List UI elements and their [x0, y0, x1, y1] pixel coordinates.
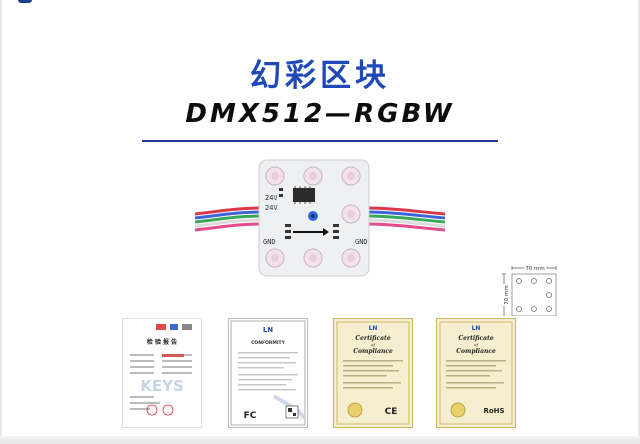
- product-title-cn: 幻彩区块: [250, 58, 390, 94]
- certificates-row: 检 验 报 告 KEYS LN CONFORMITY FC L: [0, 314, 640, 432]
- rohs-cert-heading-3: Compliance: [456, 348, 496, 355]
- left-wires: [194, 206, 262, 232]
- fc-mark: FC: [244, 411, 257, 421]
- right-wires: [366, 206, 446, 232]
- pcb-label-gnd-left: GND: [263, 238, 276, 246]
- dimension-width-label: 70 mm: [525, 266, 544, 272]
- rohs-cert-heading-2: of: [474, 342, 479, 347]
- rohs-cert-heading-1: Certificate: [458, 335, 493, 342]
- test-report-watermark: KEYS: [140, 377, 184, 395]
- ce-cert-heading-2: of: [371, 342, 376, 347]
- certificate-declaration: LN CONFORMITY FC: [228, 318, 308, 428]
- certificate-rohs: LN Certificate of Compliance RoHS: [436, 318, 516, 428]
- test-report-heading: 检 验 报 告: [147, 338, 177, 346]
- bottom-bar: [0, 436, 640, 444]
- ce-cert-heading-1: Certificate: [355, 335, 390, 342]
- declaration-heading: CONFORMITY: [251, 340, 285, 346]
- ce-mark: CE: [385, 407, 398, 417]
- product-title-en: DMX512—RGBW: [185, 99, 455, 129]
- led-module-illustration: 24V 24V GND GND: [194, 159, 446, 277]
- pcb-label-gnd-right: GND: [355, 238, 368, 246]
- declaration-logo: LN: [263, 326, 273, 334]
- ce-cert-logo: LN: [369, 325, 378, 332]
- dimension-drawing: 70 mm 70 mm: [498, 262, 558, 317]
- corner-mark: [18, 0, 32, 3]
- pcb-label-24v-left: 24V: [265, 204, 278, 212]
- led-module-photo: 24V 24V GND GND: [194, 158, 446, 278]
- ce-cert-heading-3: Compliance: [353, 348, 393, 355]
- rohs-cert-logo: LN: [472, 325, 481, 332]
- pcb-label-24v-top: 24V: [265, 194, 278, 202]
- dimension-height-label: 70 mm: [504, 285, 510, 304]
- rohs-mark: RoHS: [483, 407, 504, 415]
- certificate-ce: LN Certificate of Compliance CE: [333, 318, 413, 428]
- certificate-test-report: 检 验 报 告 KEYS: [122, 318, 202, 428]
- title-divider: [142, 140, 498, 142]
